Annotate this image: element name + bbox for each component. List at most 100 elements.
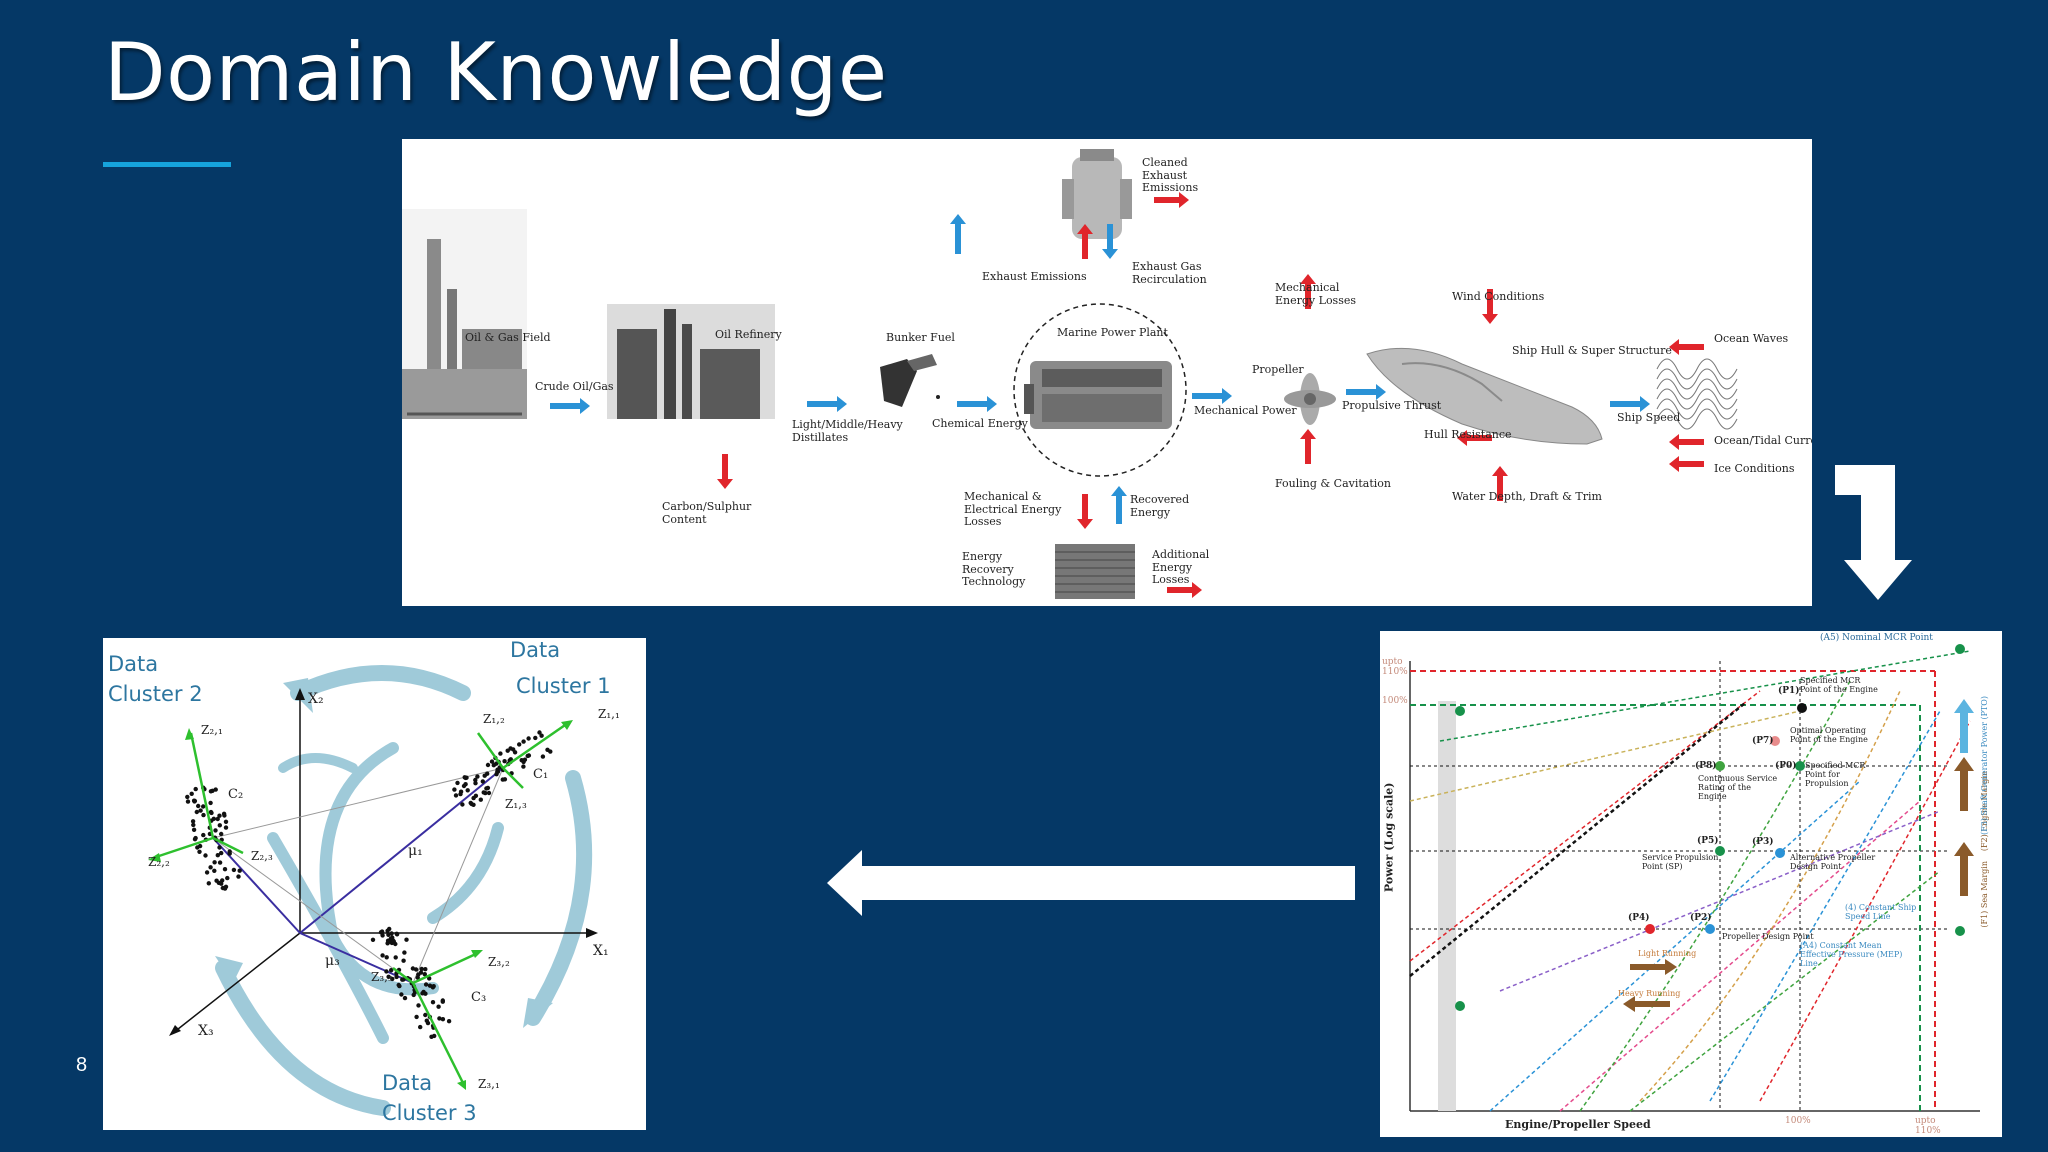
engine-p2-desc: Propeller Design Point bbox=[1722, 932, 1814, 941]
data-point bbox=[432, 1033, 437, 1039]
data-point bbox=[236, 874, 241, 879]
label-c2: C₂ bbox=[228, 787, 244, 802]
data-point bbox=[430, 1000, 436, 1005]
energy-flow-diagram: Oil & Gas Field Crude Oil/Gas Oil Refine… bbox=[402, 139, 1812, 606]
data-point bbox=[222, 813, 227, 818]
engine-p8: (P8) bbox=[1695, 761, 1717, 771]
data-point bbox=[478, 797, 483, 802]
data-point bbox=[219, 831, 224, 837]
data-point bbox=[192, 837, 198, 842]
label-c3: C₃ bbox=[471, 990, 487, 1005]
data-point bbox=[201, 832, 206, 838]
data-point bbox=[400, 977, 405, 982]
data-point bbox=[485, 762, 491, 768]
data-point bbox=[370, 937, 376, 942]
label-cluster-3: Cluster 3 bbox=[382, 1101, 477, 1125]
data-point bbox=[540, 754, 546, 759]
power-plant-boundary bbox=[1013, 303, 1187, 477]
data-point bbox=[482, 773, 487, 778]
data-point bbox=[537, 730, 542, 735]
data-point bbox=[196, 803, 201, 809]
data-point bbox=[208, 800, 213, 806]
label-z11: Z₁,₁ bbox=[598, 707, 620, 721]
label-z22: Z₂,₂ bbox=[148, 855, 170, 869]
engine-p5-desc: Service Propulsion Point (SP) bbox=[1642, 853, 1719, 872]
operating-points bbox=[1455, 644, 1965, 1011]
engine-a5: (A5) Nominal MCR Point bbox=[1820, 633, 1933, 643]
engine-p1: (P1) bbox=[1778, 686, 1800, 696]
data-point bbox=[517, 742, 522, 747]
data-point bbox=[486, 790, 492, 796]
label-cleaned-exhaust: Cleaned Exhaust Emissions bbox=[1142, 156, 1199, 195]
data-point bbox=[204, 870, 210, 875]
cluster-diagram: Data Cluster 2 Data Cluster 1 Data Clust… bbox=[103, 638, 646, 1130]
data-point bbox=[201, 812, 206, 818]
data-point bbox=[452, 787, 457, 792]
data-point bbox=[522, 757, 528, 762]
data-point bbox=[227, 851, 232, 856]
data-point bbox=[185, 799, 191, 804]
data-point bbox=[217, 823, 222, 828]
label-z13: Z₁,₃ bbox=[505, 797, 527, 811]
data-point bbox=[190, 819, 196, 824]
data-point bbox=[422, 972, 427, 977]
data-point bbox=[414, 1014, 419, 1020]
margin-arrows bbox=[1623, 699, 1974, 1012]
data-point bbox=[480, 779, 485, 784]
data-point bbox=[437, 1016, 442, 1021]
label-x2: X₂ bbox=[308, 691, 324, 707]
label-z31: Z₃,₁ bbox=[478, 1077, 500, 1091]
data-point bbox=[494, 761, 499, 766]
idle-band bbox=[1438, 701, 1456, 1111]
data-point bbox=[462, 775, 467, 780]
data-point bbox=[389, 968, 394, 973]
data-point bbox=[481, 790, 486, 795]
data-point bbox=[209, 810, 214, 816]
data-point bbox=[525, 753, 530, 759]
blue-flow-arrows bbox=[550, 214, 1650, 524]
engine-image bbox=[1024, 361, 1172, 429]
data-point bbox=[380, 953, 385, 958]
engine-p0: (P0) bbox=[1775, 761, 1797, 771]
engine-p0-desc: Specified MCR Point for Propulsion bbox=[1805, 761, 1866, 789]
label-additional-losses: Additional Energy Losses bbox=[1152, 548, 1210, 587]
engine-y-100: 100% bbox=[1382, 696, 1408, 706]
data-point bbox=[471, 802, 476, 807]
engine-light-running: Light Running bbox=[1638, 949, 1697, 958]
data-point bbox=[425, 1020, 431, 1026]
exhaust-scrubber-image bbox=[1062, 149, 1132, 239]
diagonal-curves bbox=[1409, 650, 1971, 1112]
page-number: 8 bbox=[76, 1054, 88, 1076]
data-point bbox=[401, 958, 406, 963]
data-point bbox=[512, 750, 518, 755]
data-point bbox=[212, 860, 217, 865]
data-point bbox=[521, 739, 526, 744]
label-crude-oil-gas: Crude Oil/Gas bbox=[535, 380, 614, 393]
refinery-image bbox=[607, 304, 775, 419]
label-cluster-2: Cluster 2 bbox=[108, 682, 203, 706]
data-point bbox=[521, 764, 526, 769]
data-point bbox=[231, 867, 237, 873]
data-point bbox=[393, 941, 398, 947]
data-point bbox=[399, 992, 404, 997]
data-point bbox=[484, 786, 489, 791]
data-point bbox=[237, 868, 242, 873]
cluster-cycle-arrows bbox=[215, 665, 593, 1116]
data-point bbox=[219, 881, 224, 886]
data-point bbox=[191, 822, 196, 828]
label-marine-power-plant: Marine Power Plant bbox=[1057, 326, 1168, 339]
data-point bbox=[436, 1004, 441, 1009]
label-mu3: μ₃ bbox=[325, 953, 340, 969]
label-z12: Z₁,₂ bbox=[483, 712, 505, 726]
data-point bbox=[465, 788, 470, 793]
red-flow-arrows bbox=[717, 192, 1704, 598]
radiator-image bbox=[1055, 544, 1135, 599]
data-point bbox=[446, 1019, 452, 1024]
data-point bbox=[502, 777, 508, 782]
data-point bbox=[404, 937, 409, 942]
engine-axes bbox=[1409, 661, 1980, 1112]
data-point bbox=[475, 774, 480, 779]
label-ship-speed: Ship Speed bbox=[1617, 411, 1681, 424]
label-recovered-energy: Recovered Energy bbox=[1130, 493, 1190, 519]
data-point bbox=[384, 955, 389, 960]
